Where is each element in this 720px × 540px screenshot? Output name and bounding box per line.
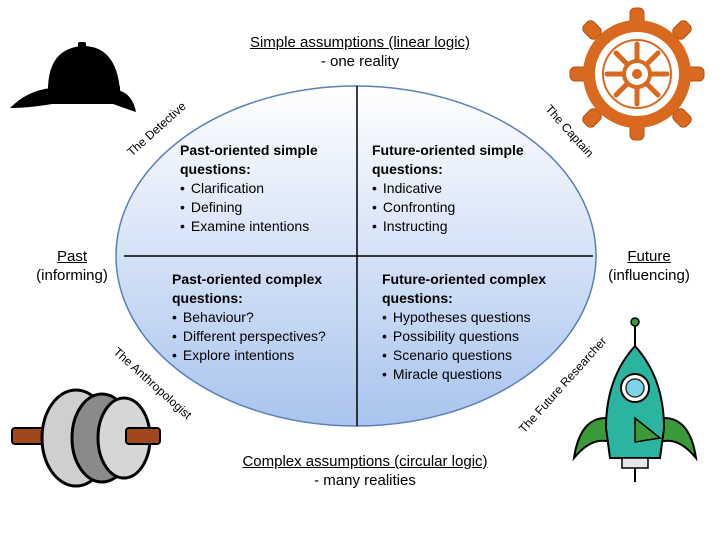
- list-item: Miracle questions: [382, 365, 546, 384]
- list-item: Possibility questions: [382, 327, 546, 346]
- top-subtitle: - one reality: [320, 53, 400, 70]
- bottom-title: Complex assumptions (circular logic): [242, 453, 488, 470]
- left-title: Past: [56, 248, 87, 265]
- list-item: Defining: [180, 198, 318, 217]
- list-item: Hypotheses questions: [382, 308, 546, 327]
- quadrant-past-complex: Past-oriented complex questions: Behavio…: [172, 270, 326, 365]
- left-label: Past (informing): [22, 247, 122, 285]
- rocket-icon: [572, 317, 698, 482]
- list-item: Examine intentions: [180, 217, 318, 236]
- list-item: Clarification: [180, 179, 318, 198]
- bottom-label: Complex assumptions (circular logic) - m…: [200, 452, 530, 490]
- question-list: Behaviour? Different perspectives? Explo…: [172, 308, 326, 365]
- bottom-subtitle: - many realities: [314, 472, 416, 489]
- list-item: Confronting: [372, 198, 524, 217]
- quadrant-past-simple: Past-oriented simple questions: Clarific…: [180, 141, 318, 236]
- top-title: Simple assumptions (linear logic): [249, 34, 471, 51]
- right-subtitle: (influencing): [608, 267, 690, 284]
- question-list: Clarification Defining Examine intention…: [180, 179, 318, 236]
- question-list: Indicative Confronting Instructing: [372, 179, 524, 236]
- list-item: Behaviour?: [172, 308, 326, 327]
- ship-wheel-icon: [569, 7, 705, 141]
- right-label: Future (influencing): [600, 247, 698, 285]
- right-title: Future: [627, 248, 671, 265]
- quadrant-title: Future-oriented simple questions:: [372, 142, 524, 177]
- pipe-icon: [11, 388, 161, 488]
- quadrant-title: Past-oriented complex questions:: [172, 271, 323, 306]
- quadrant-future-complex: Future-oriented complex questions: Hypot…: [382, 270, 546, 384]
- question-list: Hypotheses questions Possibility questio…: [382, 308, 546, 384]
- left-subtitle: (informing): [36, 267, 108, 284]
- list-item: Different perspectives?: [172, 327, 326, 346]
- quadrant-future-simple: Future-oriented simple questions: Indica…: [372, 141, 524, 236]
- list-item: Explore intentions: [172, 346, 326, 365]
- list-item: Indicative: [372, 179, 524, 198]
- quadrant-title: Past-oriented simple questions:: [180, 142, 318, 177]
- list-item: Scenario questions: [382, 346, 546, 365]
- top-label: Simple assumptions (linear logic) - one …: [210, 33, 510, 71]
- quadrant-title: Future-oriented complex questions:: [382, 271, 547, 306]
- deerstalker-hat-icon: [10, 42, 136, 112]
- list-item: Instructing: [372, 217, 524, 236]
